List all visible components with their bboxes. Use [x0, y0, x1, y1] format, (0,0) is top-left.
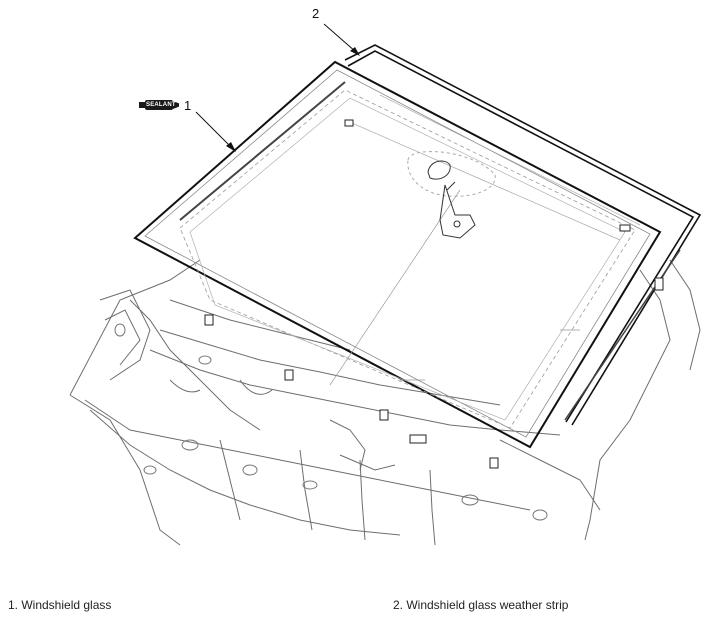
sealant-icon: SEALANT [139, 99, 179, 111]
leader-lines [195, 23, 357, 149]
body-holes [114, 323, 548, 521]
legend-item-windshield-glass: 1. Windshield glass [8, 598, 112, 612]
vehicle-body-structure [69, 259, 701, 546]
legend-item-weather-strip: 2. Windshield glass weather strip [393, 598, 569, 612]
windshield-diagram [69, 23, 702, 546]
glass-clips [204, 119, 664, 469]
callout-number-2: 2 [312, 6, 320, 21]
sealant-label: SEALANT [146, 102, 176, 108]
mirror-mount [407, 151, 496, 239]
weather-strip [344, 44, 702, 426]
callout-number-1: 1 [184, 98, 192, 113]
leader-arrowheads [226, 47, 360, 152]
